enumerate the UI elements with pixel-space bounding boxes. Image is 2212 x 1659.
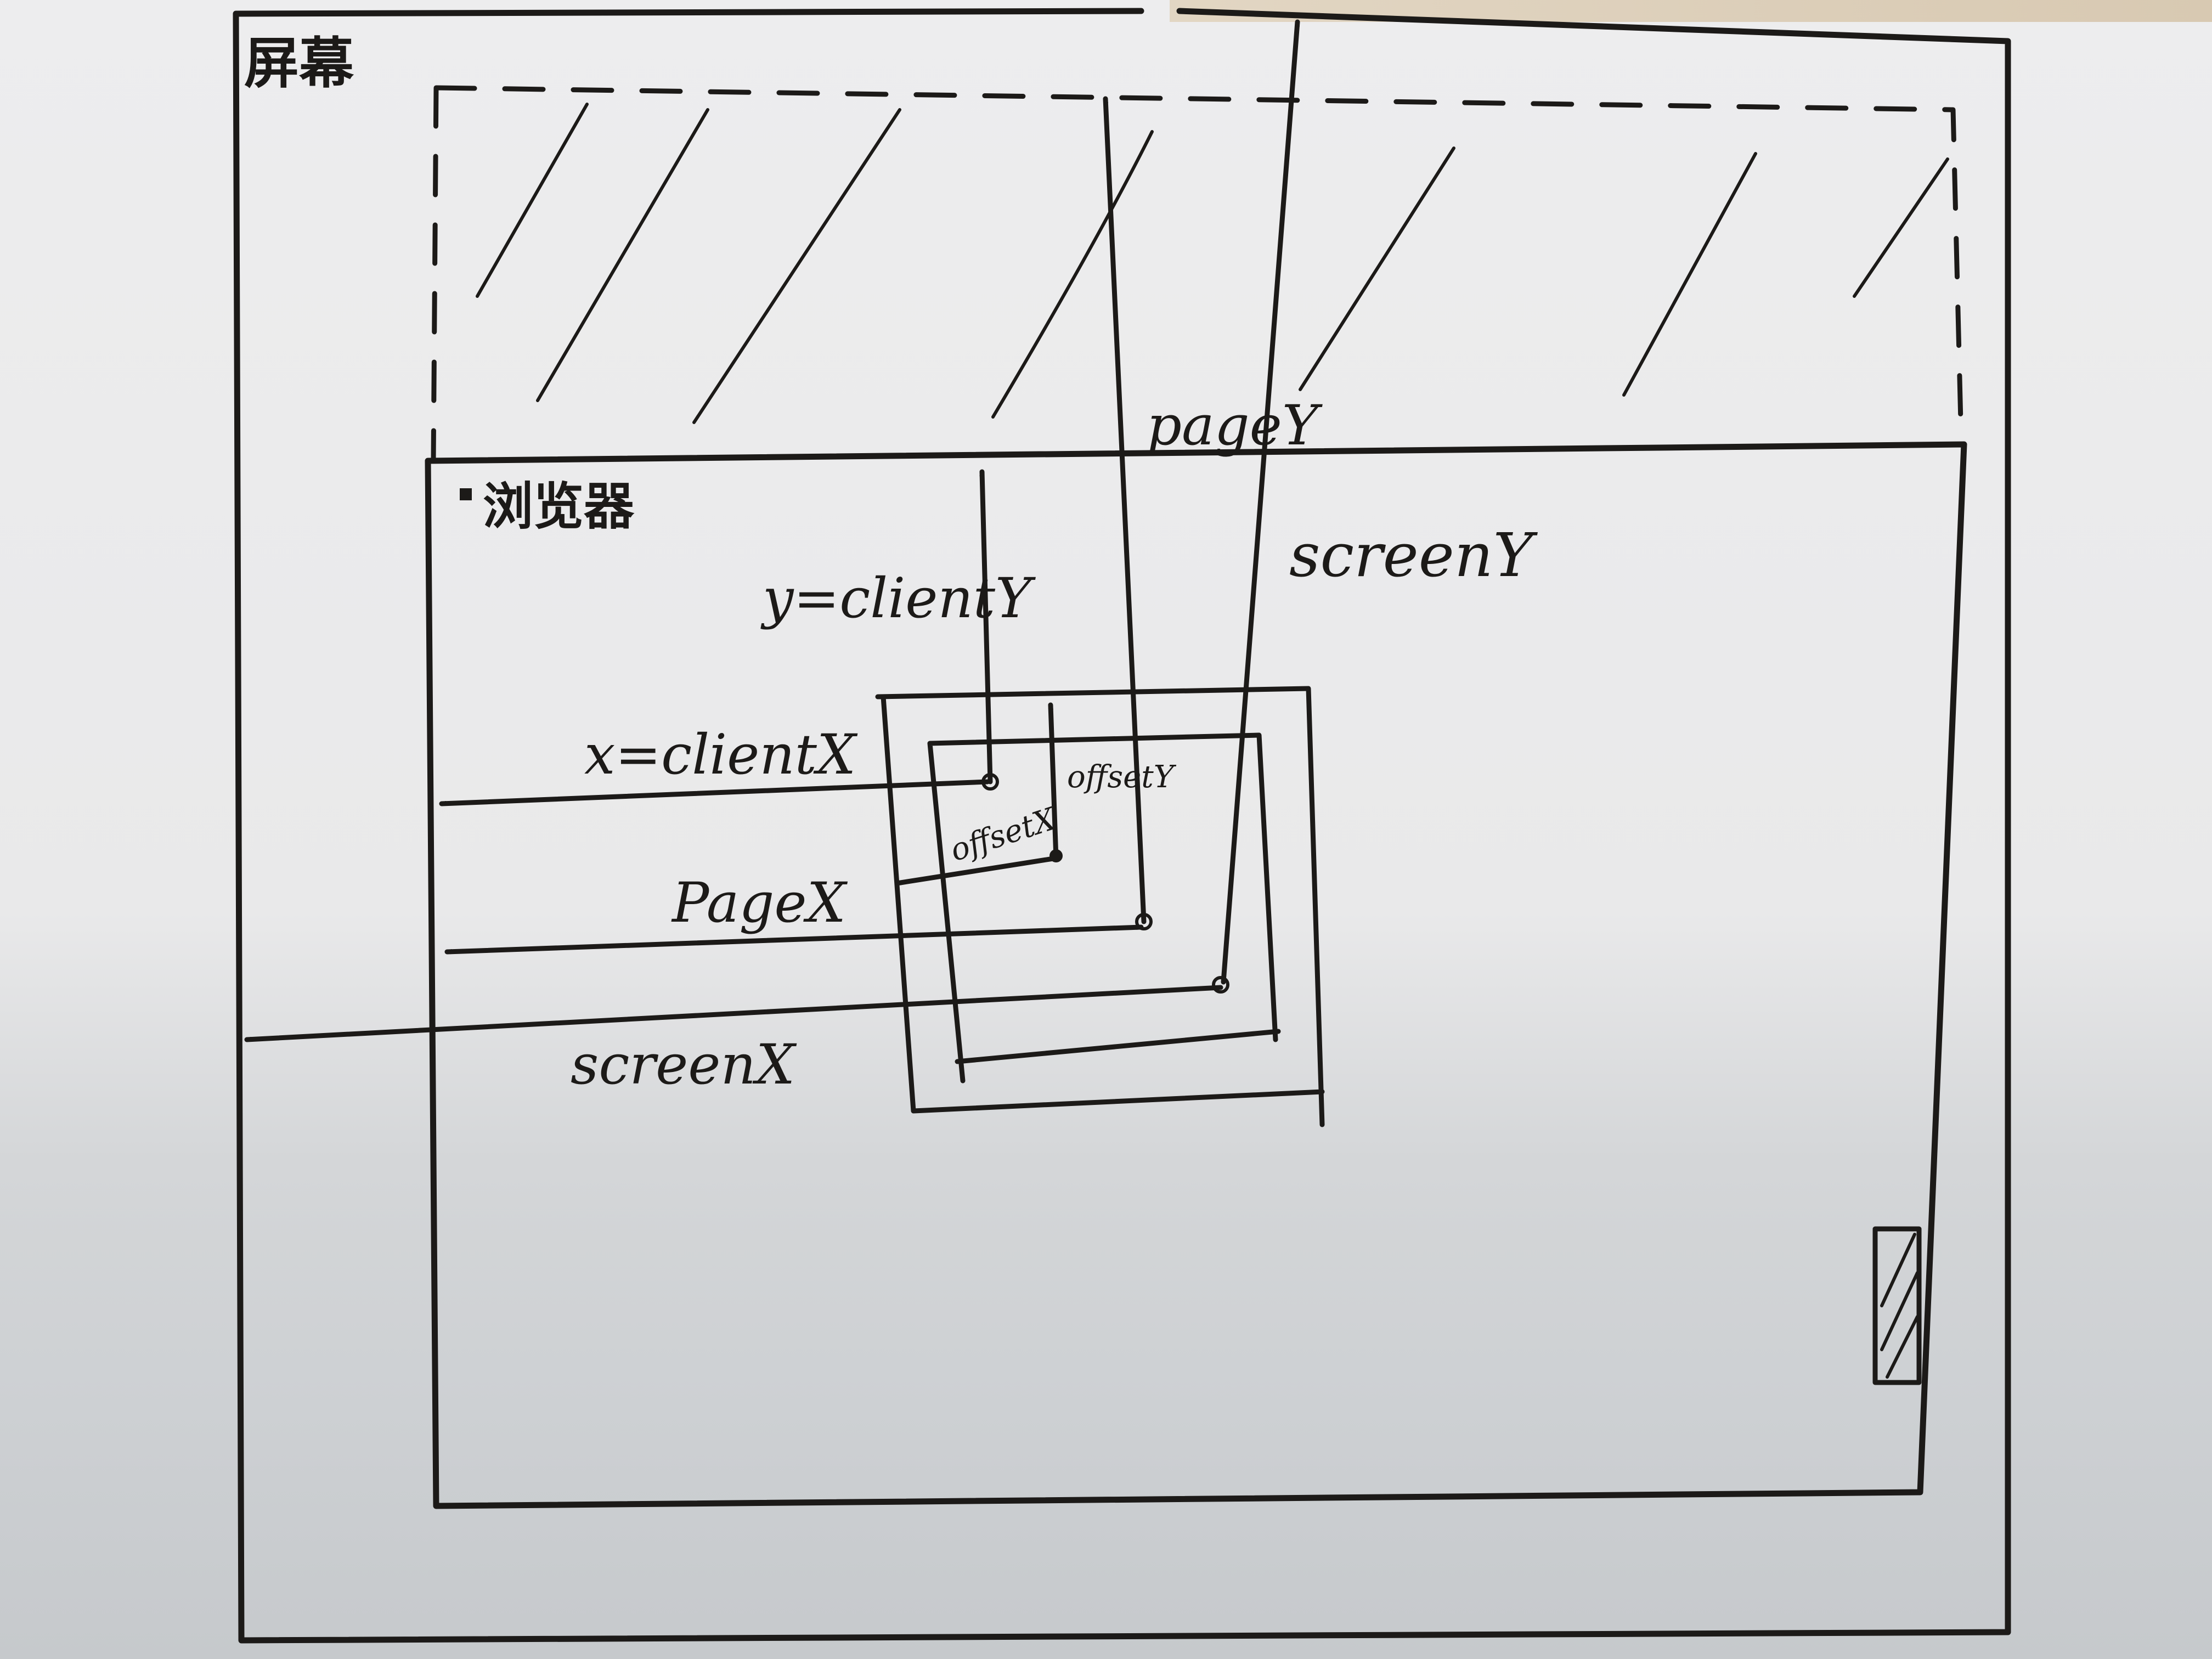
offset-y-arrow: [1051, 702, 1059, 861]
offset-point: [1049, 849, 1063, 862]
client-y-label: y=clientY: [760, 566, 1036, 630]
page-y-arrow: [1105, 96, 1147, 924]
offset-y-label: offsetY: [1067, 759, 1177, 795]
browser-frame: [425, 441, 1967, 1509]
offset-x-arrow: [894, 856, 1056, 886]
screen-y-arrow: [1221, 19, 1300, 985]
page-y-label: pageY: [1147, 393, 1323, 458]
page-scrolled-region: [431, 85, 1964, 464]
client-y-arrow: [982, 469, 993, 785]
scrolled-region-hatching: [476, 103, 1949, 424]
screen-point: [1212, 976, 1229, 994]
element-inner-box: [927, 732, 1281, 1084]
client-x-label: x=clientX: [584, 723, 858, 787]
browser-label: 浏览器: [483, 477, 635, 536]
page-x-arrow: [444, 927, 1144, 952]
element-outer-box: [875, 686, 1325, 1127]
client-x-arrow: [439, 779, 990, 804]
screen-y-label: screenY: [1289, 520, 1538, 590]
browser-corner-marker: [460, 488, 472, 500]
client-point: [981, 773, 999, 791]
screen-label: 屏幕: [244, 31, 354, 95]
event-points: [981, 773, 1229, 994]
page-point: [1135, 913, 1153, 930]
screen-x-arrow: [244, 985, 1223, 1040]
screen-x-label: screenX: [571, 1032, 797, 1097]
page-x-label: PageX: [671, 871, 848, 935]
scrollbar-thumb: [1872, 1226, 1922, 1385]
screen-frame: [233, 8, 2011, 1644]
scrollbar-hatching: [1880, 1233, 1919, 1379]
